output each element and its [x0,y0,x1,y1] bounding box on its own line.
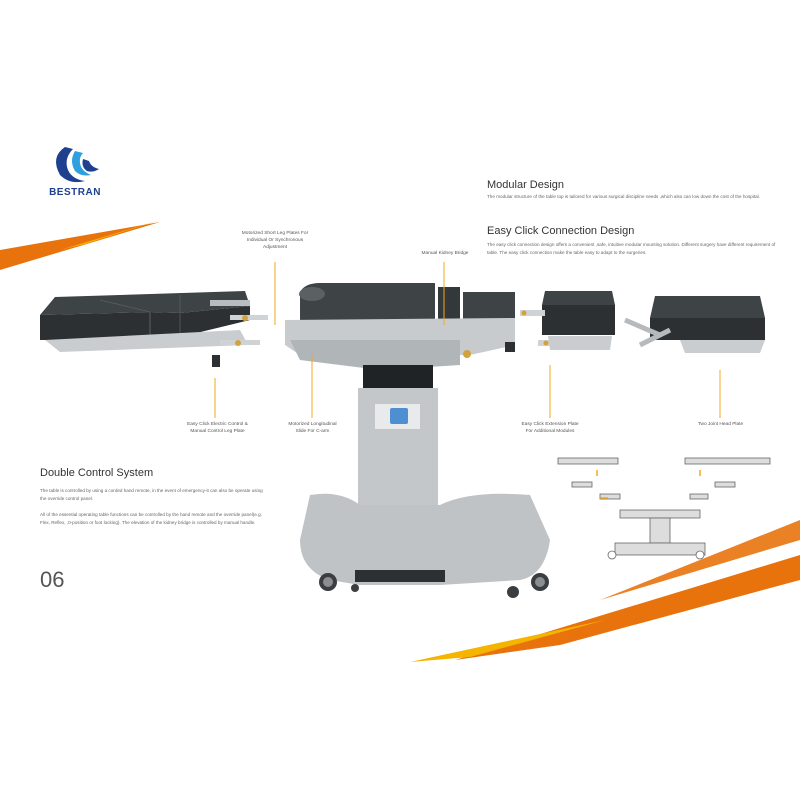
callout-line: Motorized Short Leg Plates For [241,231,309,236]
main-operating-table [285,283,550,598]
modular-design-body: The modular structure of the table top i… [487,194,760,199]
double-control-para2: All of the essential operating table fun… [40,512,262,525]
callout-kidney-bridge: Manual Kidney Bridge [410,250,480,257]
extension-plate-module [520,291,615,350]
double-control-title: Double Control System [40,467,154,479]
callout-electric-control: Easy Click Electric Control & Manual Con… [175,421,260,435]
modular-design-title: Modular Design [487,179,565,191]
callout-line: Easy Click Electric Control & [187,422,248,427]
easy-click-body: The easy click connection design offers … [487,242,776,255]
bestran-logo-icon [56,147,99,183]
callout-line: Motorized Longitudinal [288,422,337,427]
callout-extension-plate: Easy Click Extension Plate For Additiona… [510,421,590,435]
technical-drawing [557,457,771,560]
callout-line: Manual Kidney Bridge [421,251,469,256]
callout-line: Two Joint Head Plate [697,422,744,427]
easy-click-title: Easy Click Connection Design [487,225,635,237]
callout-longitudinal-slide: Motorized Longitudinal Slide For C-arm [275,421,350,435]
right-orange-swoosh-2 [600,520,800,600]
callout-head-plate: Two Joint Head Plate [688,421,753,428]
double-control-para1: The table is controlled by using a corde… [40,488,263,501]
left-orange-swoosh [0,222,160,270]
left-yellow-swoosh [60,220,160,250]
callout-lines [214,262,721,418]
callout-line: Easy Click Extension Plate [521,422,579,427]
leg-plate-module [40,291,268,367]
callout-short-leg-plates: Motorized Short Leg Plates For Individua… [225,230,325,251]
technical-drawing-arrows [596,470,701,499]
brand-name: BESTRAN [49,187,101,198]
right-yellow-swoosh [410,620,605,662]
head-plate-module [624,296,765,353]
callout-line: For Additional Modules [525,429,575,434]
callout-line: Adjustment [263,245,287,250]
callout-line: Slide For C-arm [295,429,330,434]
callout-line: Manual Control Leg Plate [190,429,245,434]
page-number: 06 [40,567,65,592]
brand-block: BESTRAN [20,145,130,198]
callout-line: Individual Or Synchronous [246,238,304,243]
